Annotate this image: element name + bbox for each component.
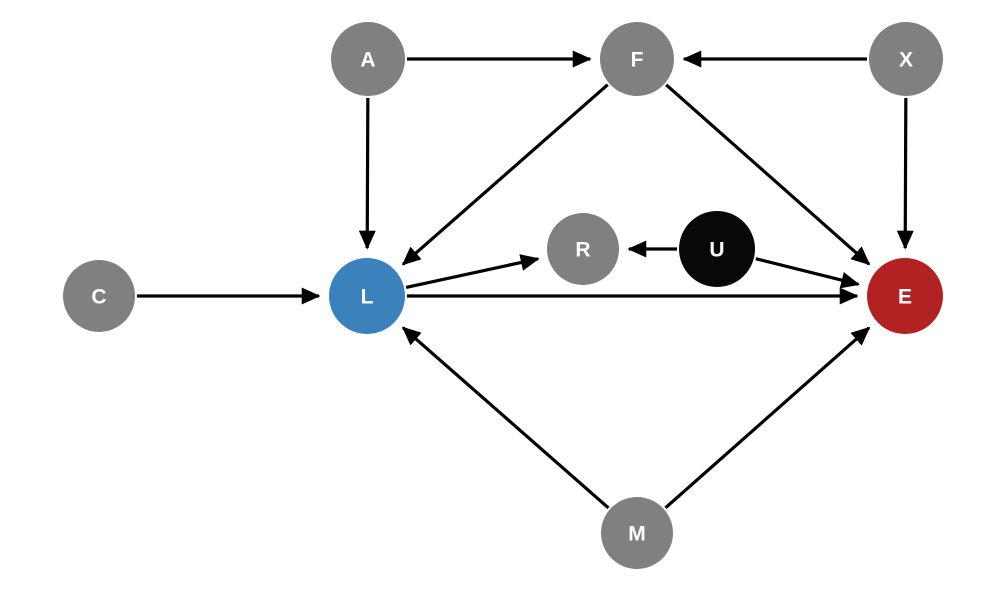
edges-layer xyxy=(137,50,914,510)
graph-node-e[interactable]: E xyxy=(867,258,943,334)
node-circle-c[interactable] xyxy=(63,260,135,332)
edge-a-to-l xyxy=(358,97,376,250)
node-circle-u[interactable] xyxy=(679,211,755,287)
graph-node-r[interactable]: R xyxy=(547,213,619,285)
edge-f-to-l xyxy=(401,83,609,266)
node-circle-l[interactable] xyxy=(329,258,405,334)
node-circle-a[interactable] xyxy=(331,22,405,96)
edge-m-to-e xyxy=(664,326,871,510)
edge-l-to-r xyxy=(405,254,540,290)
graph-node-a[interactable]: A xyxy=(331,22,405,96)
graph-node-x[interactable]: X xyxy=(869,22,943,96)
edge-f-to-e xyxy=(665,83,871,266)
edge-u-to-e xyxy=(755,257,860,289)
node-circle-m[interactable] xyxy=(601,497,673,569)
graph-node-u[interactable]: U xyxy=(679,211,755,287)
graph-node-f[interactable]: F xyxy=(600,22,674,96)
graph-node-m[interactable]: M xyxy=(601,497,673,569)
node-circle-r[interactable] xyxy=(547,213,619,285)
graph-node-c[interactable]: C xyxy=(63,260,135,332)
edge-m-to-l xyxy=(401,326,610,510)
node-circle-x[interactable] xyxy=(869,22,943,96)
node-circle-e[interactable] xyxy=(867,258,943,334)
graph-node-l[interactable]: L xyxy=(329,258,405,334)
edge-x-to-e xyxy=(896,97,914,250)
node-circle-f[interactable] xyxy=(600,22,674,96)
